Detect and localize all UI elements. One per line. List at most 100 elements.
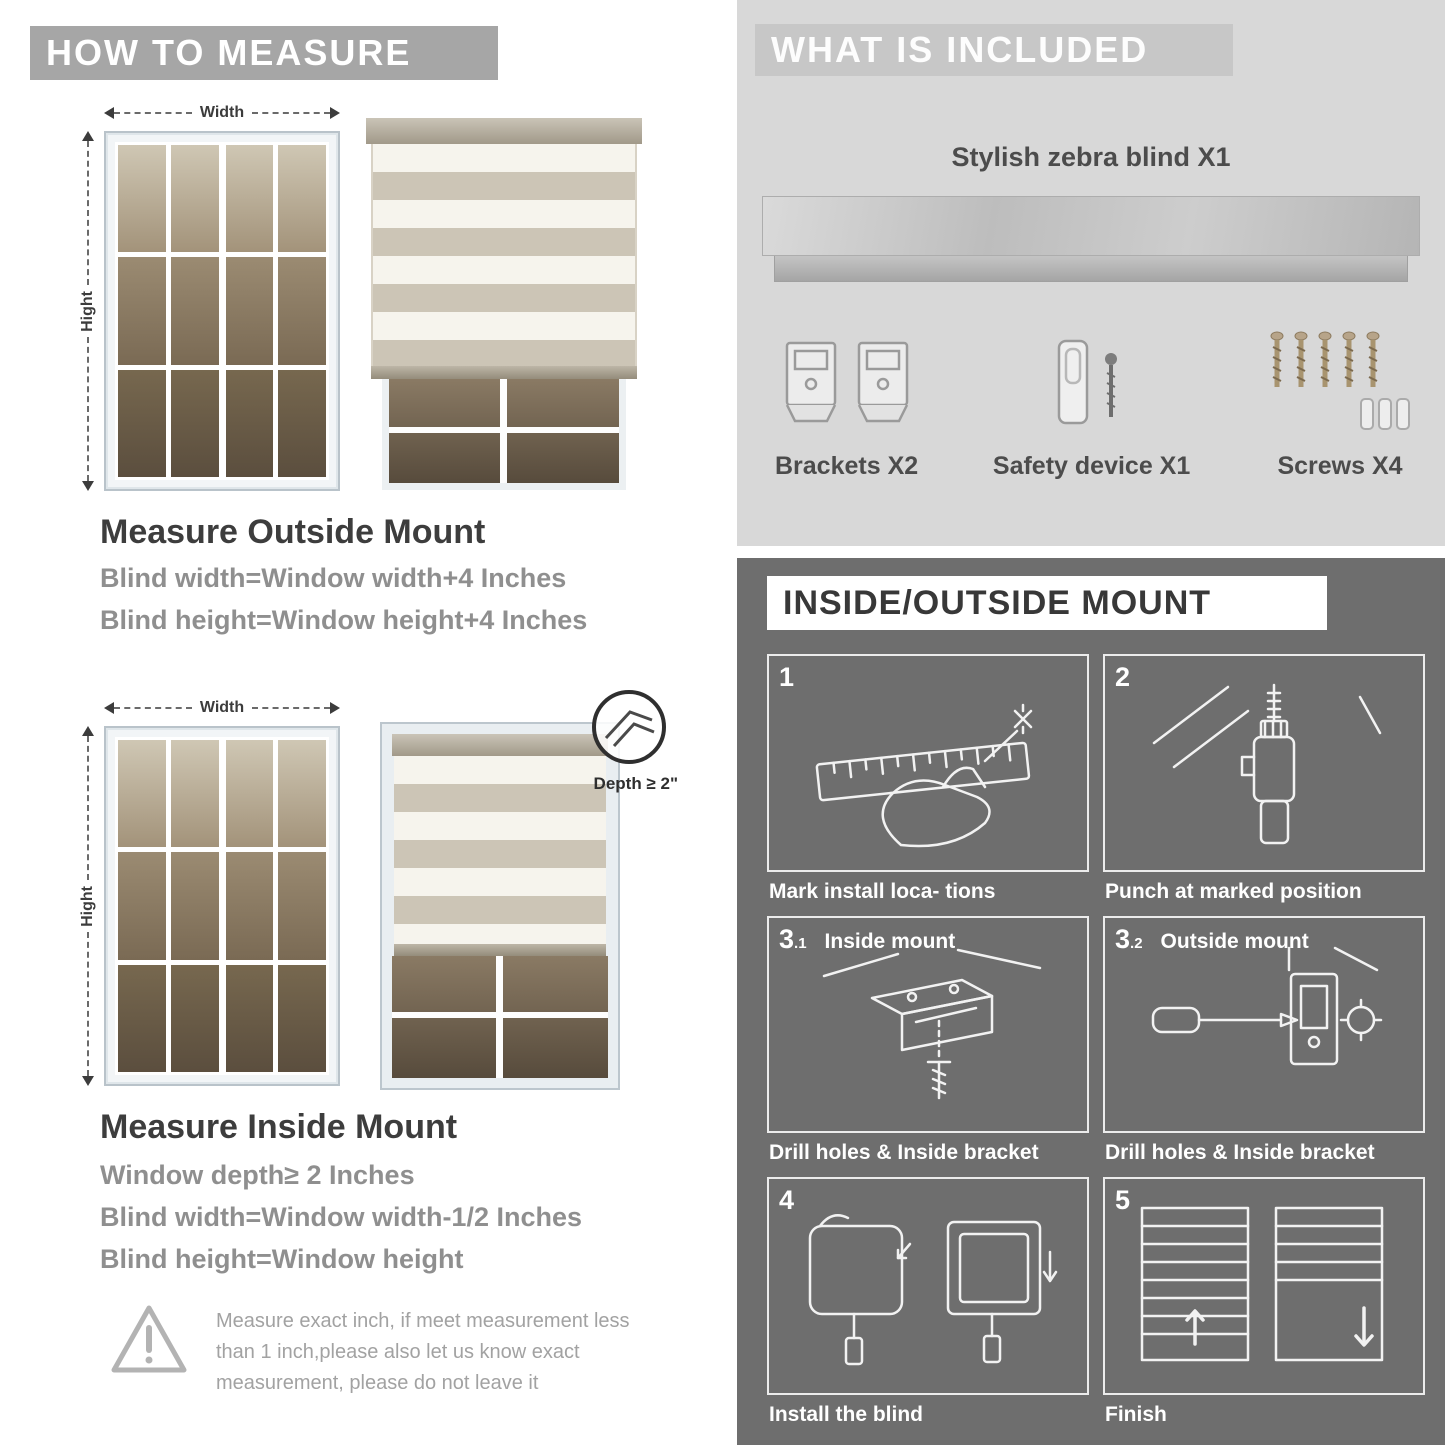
install-blind-illustration — [808, 1214, 1058, 1366]
step-4-caption: Install the blind — [769, 1402, 924, 1426]
step-number: 4 — [779, 1185, 795, 1216]
step-3-1-caption: Drill holes & Inside bracket — [769, 1141, 1039, 1165]
mount-steps-grid: 1 Mark inst — [767, 654, 1425, 1435]
brackets-label: Brackets X2 — [775, 452, 919, 480]
step-label: Inside mount — [824, 929, 956, 953]
arrow-up-icon — [82, 726, 94, 736]
step-3-2: 3.2 Outside mount — [1103, 915, 1425, 1174]
warning-triangle-icon — [108, 1302, 190, 1378]
blind-cassette — [392, 734, 608, 756]
step-number: 3 — [1115, 923, 1131, 954]
width-label: Width — [199, 104, 245, 121]
blind-cassette — [366, 118, 642, 144]
step-number: 5 — [1115, 1185, 1131, 1216]
mount-instructions-section: INSIDE/OUTSIDE MOUNT 1 — [737, 558, 1445, 1445]
included-items-row: Brackets X2 Safety device X1 — [775, 318, 1415, 481]
height-label: Hight — [79, 290, 96, 332]
blind-bottom-rail — [371, 366, 637, 379]
arrow-down-icon — [82, 1076, 94, 1086]
arrow-up-icon — [82, 131, 94, 141]
mount-instructions-header: INSIDE/OUTSIDE MOUNT — [767, 576, 1327, 630]
how-to-measure-title: HOW TO MEASURE — [46, 32, 412, 73]
included-item-brackets: Brackets X2 — [775, 318, 918, 481]
blind-bottom-rail — [394, 944, 606, 956]
outside-mount-line-1: Blind width=Window width+4 Inches — [100, 563, 567, 593]
inside-mount-blind-illustration: Depth ≥ 2" — [380, 690, 678, 1090]
screws-icon — [1265, 318, 1415, 446]
height-arrow: Hight — [78, 726, 98, 1086]
outside-mount-window-illustration: Width Hight — [78, 103, 340, 495]
width-arrow: Width — [104, 698, 340, 718]
window-frame — [380, 722, 620, 1090]
included-item-safety-device: Safety device X1 — [993, 318, 1190, 481]
step-3-1: 3.1 Inside mount — [767, 915, 1089, 1174]
outside-mount-title: Measure Outside Mount — [100, 513, 486, 551]
window-illustration — [104, 131, 340, 491]
width-arrow: Width — [104, 103, 340, 123]
arrow-left-icon — [104, 107, 114, 119]
step-5-caption: Finish — [1105, 1402, 1167, 1426]
how-to-measure-section: HOW TO MEASURE Width Hight — [30, 26, 678, 1399]
included-item-screws: Screws X4 — [1265, 318, 1415, 481]
step-2-panel: 2 — [1103, 654, 1425, 872]
width-label: Width — [199, 699, 245, 716]
step-subnumber: .2 — [1130, 934, 1143, 952]
what-is-included-title: WHAT IS INCLUDED — [771, 29, 1149, 70]
step-number: 1 — [779, 662, 795, 692]
blind-fabric-roll — [774, 256, 1408, 282]
what-is-included-header: WHAT IS INCLUDED — [755, 24, 1233, 76]
step-2-caption: Punch at marked position — [1105, 879, 1362, 903]
zebra-blind-rail-illustration — [762, 196, 1420, 282]
safety-device-icon — [1047, 318, 1137, 446]
inside-mount-title: Measure Inside Mount — [100, 1108, 458, 1146]
height-label: Hight — [79, 885, 96, 927]
arrow-left-icon — [104, 702, 114, 714]
finish-illustration — [1140, 1206, 1384, 1362]
blind-quantity-label: Stylish zebra blind X1 — [951, 142, 1231, 172]
screws-label: Screws X4 — [1277, 452, 1403, 480]
step-3-2-panel: 3.2 Outside mount — [1103, 915, 1425, 1134]
inside-mount-line-2: Blind width=Window width-1/2 Inches — [100, 1202, 583, 1232]
step-label: Outside mount — [1160, 929, 1309, 953]
step-4-panel: 4 — [767, 1177, 1089, 1395]
step-3-1-panel: 3.1 Inside mount — [767, 915, 1089, 1134]
arrow-down-icon — [82, 481, 94, 491]
inside-mount-line-3: Blind height=Window height — [100, 1244, 464, 1274]
how-to-measure-header: HOW TO MEASURE — [30, 26, 498, 80]
step-5: 5 Finish — [1103, 1177, 1425, 1435]
warning-text: Measure exact inch, if meet measurement … — [216, 1310, 630, 1394]
step-1: 1 Mark inst — [767, 654, 1089, 912]
zebra-stripes — [371, 144, 637, 366]
step-4: 4 Install the b — [767, 1177, 1089, 1435]
brackets-icon — [780, 318, 914, 446]
outside-mount-blind-illustration — [366, 118, 642, 490]
arrow-right-icon — [330, 107, 340, 119]
outside-bracket-illustration — [1151, 947, 1383, 1066]
inside-mount-window-illustration: Width Hight — [78, 698, 340, 1090]
step-5-panel: 5 — [1103, 1177, 1425, 1395]
zebra-stripes — [394, 756, 606, 944]
step-2: 2 Punch at mar — [1103, 654, 1425, 912]
measurement-warning: Measure exact inch, if meet measurement … — [108, 1302, 638, 1399]
window-illustration — [104, 726, 340, 1086]
mount-instructions-title: INSIDE/OUTSIDE MOUNT — [783, 583, 1212, 622]
blind-headrail — [762, 196, 1420, 256]
arrow-right-icon — [330, 702, 340, 714]
window-below-blind — [382, 379, 626, 490]
mark-locations-illustration — [815, 703, 1033, 848]
step-number: 3 — [779, 923, 795, 954]
height-arrow: Hight — [78, 131, 98, 491]
step-subnumber: .1 — [794, 934, 807, 952]
drill-illustration — [1152, 683, 1382, 845]
step-1-panel: 1 — [767, 654, 1089, 872]
inside-bracket-illustration — [822, 949, 1042, 1100]
step-3-2-caption: Drill holes & Inside bracket — [1105, 1141, 1375, 1165]
inside-mount-line-1: Window depth≥ 2 Inches — [100, 1160, 415, 1190]
depth-callout-circle — [592, 690, 666, 764]
what-is-included-section: WHAT IS INCLUDED Stylish zebra blind X1 — [737, 0, 1445, 546]
safety-device-label: Safety device X1 — [992, 452, 1191, 480]
step-1-caption: Mark install loca- tions — [769, 879, 996, 903]
step-number: 2 — [1115, 662, 1131, 692]
depth-callout-label: Depth ≥ 2" — [593, 774, 678, 793]
